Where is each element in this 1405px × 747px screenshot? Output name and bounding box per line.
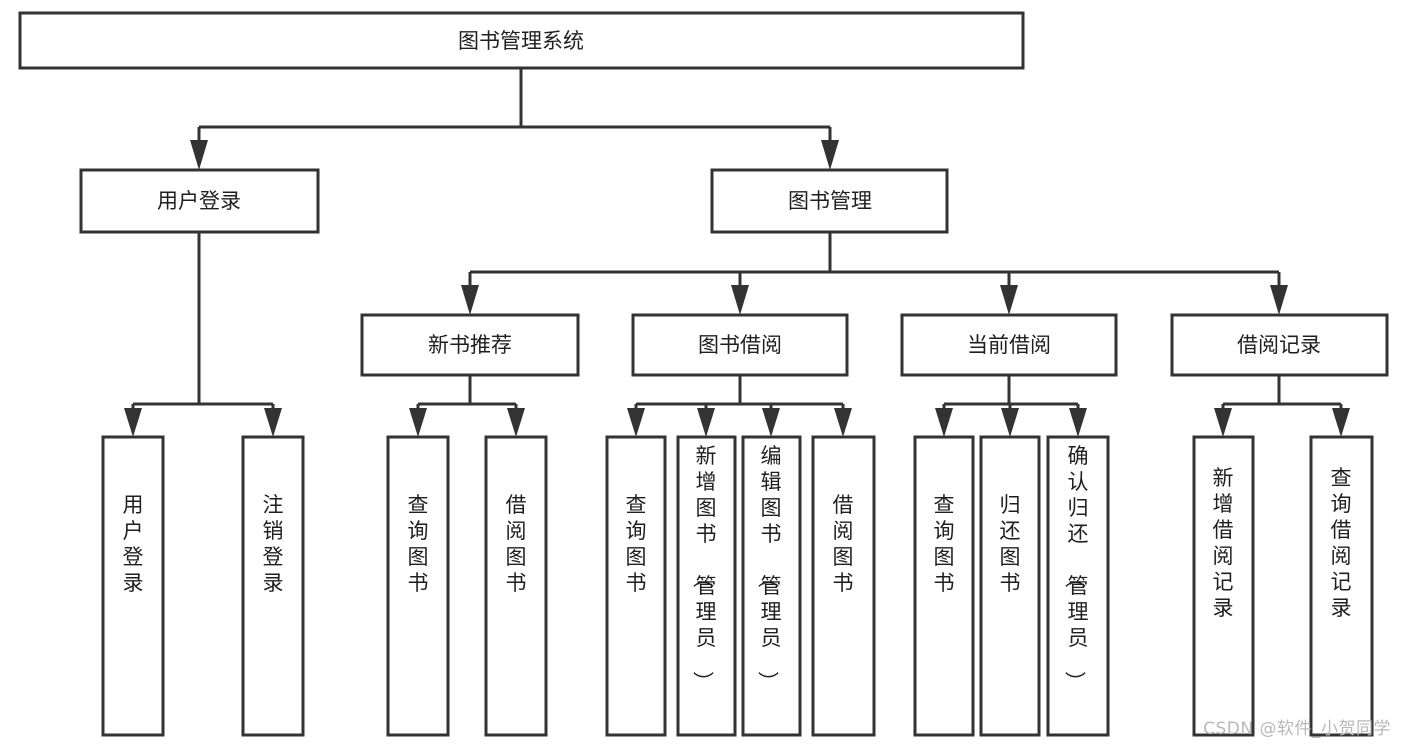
node-book-manage-box[interactable] xyxy=(710,168,949,234)
leaf-cb-return-book-box[interactable] xyxy=(979,435,1041,737)
leaf-br-add-record-label: 新增借阅记录 xyxy=(1213,466,1234,620)
arrow-head-book-to-n2 xyxy=(731,285,749,315)
node-book-borrow-label: 图书借阅 xyxy=(698,333,782,357)
arrow-head-borrow-leaf2 xyxy=(697,408,715,437)
node-current-borrow-label: 当前借阅 xyxy=(967,333,1051,357)
leaf-cb-confirm-return-box[interactable] xyxy=(1046,435,1110,737)
node-root-label: 图书管理系统 xyxy=(458,29,584,53)
arrow-head-user-leaf1 xyxy=(124,408,142,437)
arrow-head-record-leaf1 xyxy=(1214,408,1232,437)
node-book-manage[interactable]: 图书管理 xyxy=(710,168,949,234)
leaf-node[interactable]: 归还图书 xyxy=(979,435,1041,737)
connector-group-borrow-record xyxy=(1214,375,1350,437)
arrow-head-book-to-n4 xyxy=(1270,285,1288,315)
node-user-login-label: 用户登录 xyxy=(157,189,241,213)
node-book-borrow[interactable]: 图书借阅 xyxy=(631,313,849,377)
node-current-borrow-box[interactable] xyxy=(900,313,1118,377)
node-borrow-record-label: 借阅记录 xyxy=(1237,333,1321,357)
leaf-cb-query-book-box[interactable] xyxy=(913,435,975,737)
node-book-manage-label: 图书管理 xyxy=(788,189,872,213)
leaf-user-login-label: 用户登录 xyxy=(123,493,144,595)
arrow-head-borrow-leaf4 xyxy=(834,408,852,437)
arrow-head-root-to-book xyxy=(821,140,839,170)
arrow-head-book-to-n1 xyxy=(461,285,479,315)
node-book-borrow-box[interactable] xyxy=(631,313,849,377)
connector-group-book-borrow xyxy=(627,375,852,437)
node-new-book-recommend-label: 新书推荐 xyxy=(428,333,512,357)
node-root[interactable]: 图书管理系统 xyxy=(18,11,1025,70)
leaf-node[interactable]: 查询图书 xyxy=(913,435,975,737)
connector-group-root xyxy=(190,68,839,170)
leaf-bb-query-book-label: 查询图书 xyxy=(626,493,647,595)
arrow-head-root-to-user xyxy=(190,140,208,170)
leaf-bb-borrow-book-label: 借阅图书 xyxy=(833,493,854,595)
arrow-head-book-to-n3 xyxy=(1000,285,1018,315)
leaf-node[interactable]: 用户登录 xyxy=(101,435,165,737)
connector-group-book-manage xyxy=(461,232,1288,315)
arrow-head-borrow-leaf3 xyxy=(762,408,780,437)
node-user-login[interactable]: 用户登录 xyxy=(79,168,320,234)
arrow-head-newbook-leaf1 xyxy=(409,408,427,437)
node-new-book-recommend-box[interactable] xyxy=(360,313,580,377)
connector-group-current-borrow xyxy=(935,375,1087,437)
arrow-head-record-leaf2 xyxy=(1332,408,1350,437)
leaf-node[interactable]: 查询图书 xyxy=(386,435,450,737)
leaf-node[interactable]: 确认归还（管理员） xyxy=(1046,435,1110,737)
leaf-node[interactable]: 借阅图书 xyxy=(484,435,548,737)
leaf-nbr-borrow-book-box[interactable] xyxy=(484,435,548,737)
leaf-node[interactable]: 查询借阅记录 xyxy=(1309,435,1374,737)
arrow-head-current-leaf3 xyxy=(1069,408,1087,437)
leaf-cb-confirm-return-label: 确认归还（管理员） xyxy=(1063,444,1089,692)
leaf-node[interactable]: 编辑图书（管理员） xyxy=(741,435,802,737)
node-root-box[interactable] xyxy=(18,11,1025,70)
leaf-node[interactable]: 新增借阅记录 xyxy=(1192,435,1255,737)
connector-group-user-login xyxy=(124,232,282,437)
leaf-node[interactable]: 新增图书（管理员） xyxy=(676,435,737,737)
arrow-head-current-leaf2 xyxy=(1001,408,1019,437)
leaf-bb-add-book-label: 新增图书（管理员） xyxy=(691,444,717,692)
leaf-bb-query-book-box[interactable] xyxy=(605,435,667,737)
arrow-head-current-leaf1 xyxy=(935,408,953,437)
leaf-bb-borrow-book-box[interactable] xyxy=(811,435,876,737)
leaf-br-add-record-box[interactable] xyxy=(1192,435,1255,737)
leaf-br-query-record-box[interactable] xyxy=(1309,435,1374,737)
leaf-bb-edit-book-box[interactable] xyxy=(741,435,802,737)
leaf-node[interactable]: 注销登录 xyxy=(241,435,305,737)
leaf-nbr-query-book-label: 查询图书 xyxy=(408,493,429,595)
node-current-borrow[interactable]: 当前借阅 xyxy=(900,313,1118,377)
leaf-bb-edit-book-label: 编辑图书（管理员） xyxy=(756,444,782,692)
node-user-login-box[interactable] xyxy=(79,168,320,234)
leaf-node[interactable]: 借阅图书 xyxy=(811,435,876,737)
leaf-nbr-query-book-box[interactable] xyxy=(386,435,450,737)
arrow-head-newbook-leaf2 xyxy=(507,408,525,437)
leaf-user-login-box[interactable] xyxy=(101,435,165,737)
leaf-br-query-record-label: 查询借阅记录 xyxy=(1331,466,1352,620)
leaf-cb-return-book-label: 归还图书 xyxy=(1000,493,1021,595)
leaf-node[interactable]: 查询图书 xyxy=(605,435,667,737)
connector-group-new-book xyxy=(409,375,525,437)
node-new-book-recommend[interactable]: 新书推荐 xyxy=(360,313,580,377)
node-borrow-record-box[interactable] xyxy=(1170,313,1389,377)
leaf-nbr-borrow-book-label: 借阅图书 xyxy=(506,493,527,595)
leaf-logout-box[interactable] xyxy=(241,435,305,737)
leaf-logout-label: 注销登录 xyxy=(263,493,284,595)
leaf-bb-add-book-box[interactable] xyxy=(676,435,737,737)
leaf-cb-query-book-label: 查询图书 xyxy=(934,493,955,595)
node-borrow-record[interactable]: 借阅记录 xyxy=(1170,313,1389,377)
arrow-head-user-leaf2 xyxy=(264,408,282,437)
arrow-head-borrow-leaf1 xyxy=(627,408,645,437)
